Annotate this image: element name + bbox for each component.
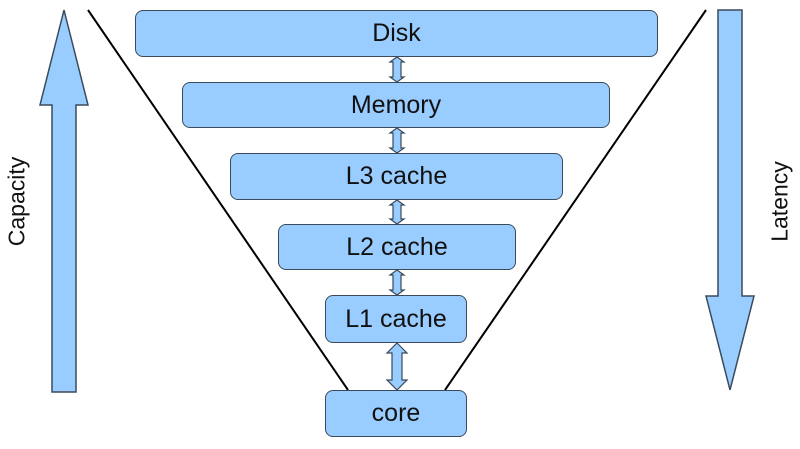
level-l3-cache: L3 cache: [230, 153, 563, 200]
level-label: L2 cache: [346, 232, 448, 261]
latency-label: Latency: [766, 161, 793, 242]
level-label: L1 cache: [345, 304, 447, 333]
double-arrow-icon: [388, 56, 406, 83]
level-l1-cache: L1 cache: [325, 295, 467, 343]
funnel-left-line: [87, 9, 349, 391]
latency-arrow-icon: [705, 9, 755, 391]
level-label: Disk: [372, 19, 421, 47]
double-arrow-icon: [388, 269, 406, 296]
level-label: Memory: [350, 90, 442, 119]
level-memory: Memory: [182, 82, 610, 128]
level-disk: Disk: [135, 10, 658, 57]
double-arrow-icon: [388, 127, 406, 154]
double-arrow-icon: [388, 199, 406, 225]
level-l2-cache: L2 cache: [278, 224, 516, 270]
level-label: core: [371, 399, 421, 427]
funnel-right-line: [444, 9, 707, 391]
level-label: L3 cache: [345, 162, 448, 190]
double-arrow-icon: [385, 342, 409, 391]
capacity-label: Capacity: [3, 156, 30, 247]
level-core: core: [325, 390, 467, 437]
capacity-arrow-icon: [39, 9, 89, 393]
